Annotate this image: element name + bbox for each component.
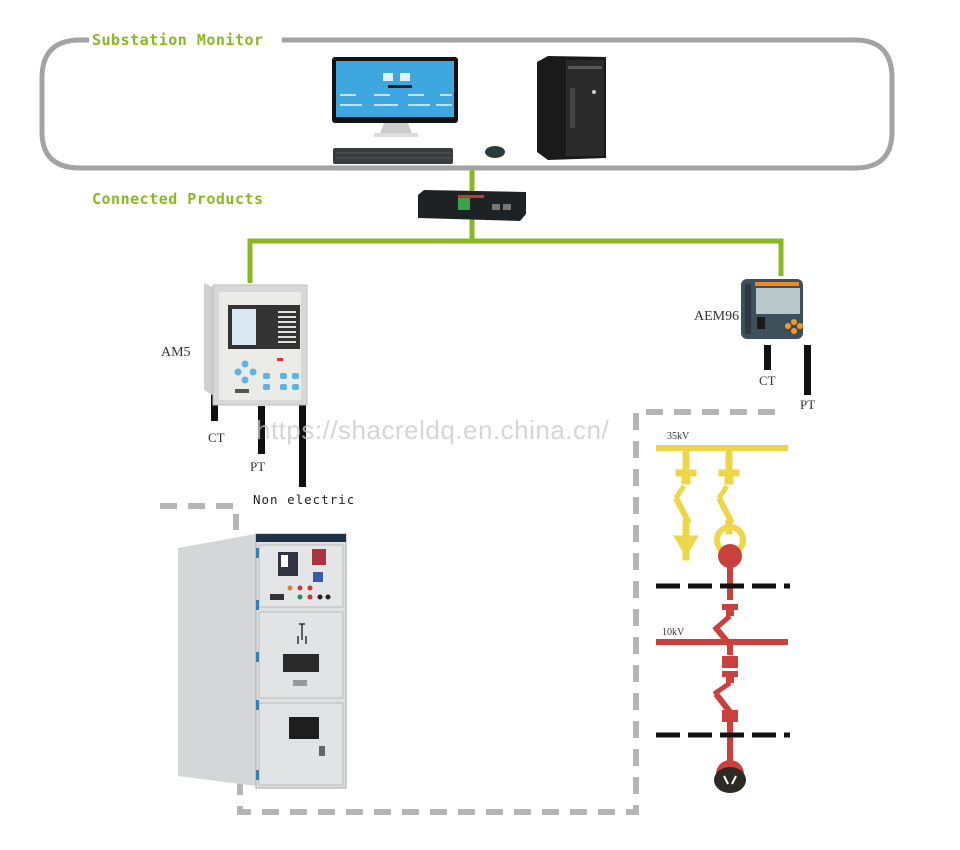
connected-products-title: Connected Products: [89, 190, 267, 208]
bus-35kv-label: 35kV: [667, 431, 690, 442]
single-line-diagram: [656, 445, 790, 793]
keyboard: [333, 148, 453, 164]
pc-tower: [537, 56, 606, 160]
aem96-device: [741, 279, 803, 339]
am5-label: AM5: [161, 345, 191, 360]
bus-10kv: [656, 639, 788, 645]
am5-device: [204, 283, 308, 406]
aem96-wires: [764, 345, 811, 395]
bus-35kv: [656, 445, 788, 451]
am5-ct-label: CT: [208, 430, 225, 445]
network-lines: [247, 170, 784, 283]
substation-monitor-title: Substation Monitor: [89, 31, 267, 49]
aem96-pt-label: PT: [800, 397, 816, 412]
bus-10kv-label: 10kV: [662, 627, 685, 638]
am5-wires: [211, 393, 306, 487]
switchgear-frame: [160, 409, 780, 815]
monitor-frame: [39, 37, 895, 171]
desktop-monitor: [332, 57, 458, 137]
gateway-device: [418, 190, 526, 221]
mouse: [485, 146, 505, 158]
am5-non-electric-label: Non electric: [253, 492, 356, 507]
am5-pt-label: PT: [250, 459, 266, 474]
aem96-label: AEM96: [694, 309, 740, 324]
aem96-ct-label: CT: [759, 373, 776, 388]
switchgear-cabinet: [178, 533, 347, 789]
generator-symbol: [714, 767, 746, 793]
watermark-text: https://shacreldq.en.china.cn/: [256, 415, 610, 445]
